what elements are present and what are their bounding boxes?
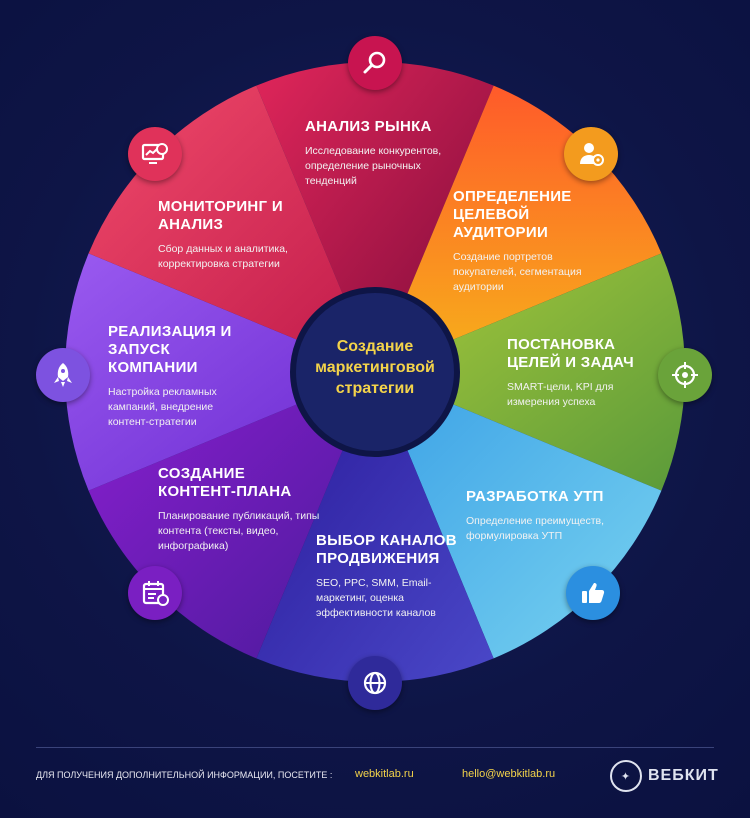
segment-title: СОЗДАНИЕ КОНТЕНТ-ПЛАНА [158, 465, 292, 500]
segment-title: АНАЛИЗ РЫНКА [305, 118, 432, 135]
center-title: Создание маркетинговой стратегии [315, 338, 435, 397]
segment-desc: Планирование публикаций, типы контента (… [158, 510, 320, 552]
slice-channels [256, 372, 494, 682]
segment-goals: ПОСТАНОВКА ЦЕЛЕЙ И ЗАДАЧ SMART-цели, KPI… [507, 336, 657, 410]
segment-desc: Настройка рекламных кампаний, внедрение … [108, 386, 217, 428]
footer-email-link[interactable]: hello@webkitlab.ru [462, 768, 556, 780]
center-circle [290, 287, 460, 457]
strategy-wheel [65, 62, 685, 682]
footer-site-link[interactable]: webkitlab.ru [355, 768, 414, 780]
slice-goals [375, 253, 685, 491]
wheel-slices [65, 62, 685, 682]
segment-desc: SEO, PPC, SMM, Email-маркетинг, оценка э… [316, 577, 436, 619]
brand-name: ВЕБКИТ [648, 767, 719, 784]
segment-title: ОПРЕДЕЛЕНИЕ ЦЕЛЕВОЙ АУДИТОРИИ [453, 188, 572, 241]
segment-channels: ВЫБОР КАНАЛОВ ПРОДВИЖЕНИЯ SEO, PPC, SMM,… [316, 532, 466, 621]
segment-title: ПОСТАНОВКА ЦЕЛЕЙ И ЗАДАЧ [507, 336, 634, 371]
segment-title: МОНИТОРИНГ И АНАЛИЗ [158, 198, 283, 233]
monitor-chart-icon [128, 127, 182, 181]
segment-desc: SMART-цели, KPI для измерения успеха [507, 381, 614, 408]
segment-launch: РЕАЛИЗАЦИЯ И ЗАПУСК КОМПАНИИ Настройка р… [108, 323, 248, 430]
segment-desc: Сбор данных и аналитика, корректировка с… [158, 243, 288, 270]
segment-monitoring: МОНИТОРИНГ И АНАЛИЗ Сбор данных и аналит… [158, 198, 308, 272]
search-icon [348, 36, 402, 90]
segment-desc: Создание портретов покупателей, сегмента… [453, 251, 582, 293]
slice-launch [65, 253, 376, 491]
footer-note: ДЛЯ ПОЛУЧЕНИЯ ДОПОЛНИТЕЛЬНОЙ ИНФОРМАЦИИ,… [36, 770, 333, 780]
segment-content-plan: СОЗДАНИЕ КОНТЕНТ-ПЛАНА Планирование публ… [158, 465, 323, 554]
segment-title: РАЗРАБОТКА УТП [466, 488, 604, 505]
calendar-icon [128, 566, 182, 620]
segment-desc: Исследование конкурентов, определение ры… [305, 145, 442, 187]
segment-target-audience: ОПРЕДЕЛЕНИЕ ЦЕЛЕВОЙ АУДИТОРИИ Создание п… [453, 188, 613, 295]
footer-divider [36, 747, 714, 748]
user-target-icon [564, 127, 618, 181]
brand-logo: ✦ ВЕБКИТ [610, 760, 719, 792]
globe-icon [348, 656, 402, 710]
segment-market-analysis: АНАЛИЗ РЫНКА Исследование конкурентов, о… [305, 118, 465, 189]
segment-title: РЕАЛИЗАЦИЯ И ЗАПУСК КОМПАНИИ [108, 323, 232, 376]
segment-title: ВЫБОР КАНАЛОВ ПРОДВИЖЕНИЯ [316, 532, 457, 567]
brand-emblem-icon: ✦ [610, 760, 642, 792]
rocket-icon [36, 348, 90, 402]
segment-usp: РАЗРАБОТКА УТП Определение преимуществ, … [466, 488, 636, 544]
segment-desc: Определение преимуществ, формулировка УТ… [466, 515, 605, 542]
thumbs-up-icon [566, 566, 620, 620]
slice-market-analysis [256, 62, 494, 373]
crosshair-icon [658, 348, 712, 402]
